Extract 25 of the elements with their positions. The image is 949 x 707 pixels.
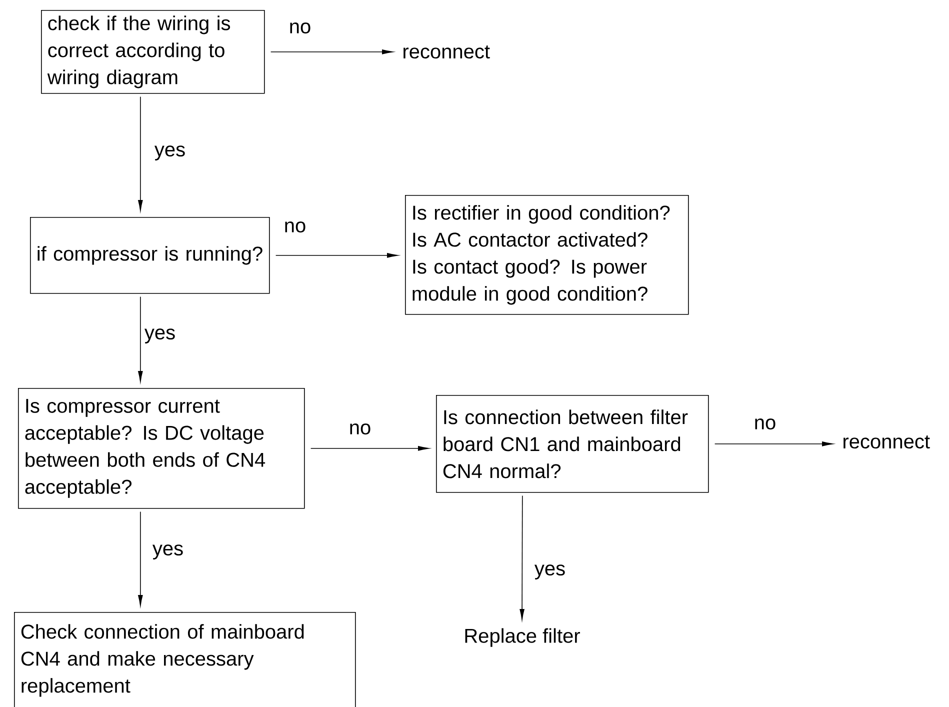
- result-text: reconnect: [404, 45, 490, 59]
- arrow: [270, 50, 394, 54]
- arrow: [138, 296, 143, 382]
- edge-label: yes: [533, 564, 567, 580]
- process-box: if compressor is running?: [30, 217, 270, 294]
- edge-label: yes: [151, 544, 185, 560]
- process-box: Is connection between filter board CN1 and mainboard CN4 normal?: [436, 395, 709, 493]
- edge-label: no: [282, 220, 308, 234]
- arrow: [310, 446, 430, 451]
- arrow: [714, 442, 834, 446]
- result-text: Replace filter: [465, 628, 580, 647]
- arrow: [520, 495, 524, 620]
- result-text: reconnect: [844, 435, 930, 449]
- arrow: [275, 253, 398, 258]
- process-box: Is compressor current acceptable? Is DC voltage between both ends of CN4 acceptable?: [18, 388, 305, 509]
- edge-label: yes: [153, 144, 187, 162]
- edge-label: no: [348, 422, 372, 436]
- process-box: Check connection of mainboard CN4 and make necessary replacement: [14, 612, 356, 707]
- arrow: [138, 511, 143, 606]
- edge-label: no: [752, 418, 778, 430]
- edge-label: yes: [143, 328, 177, 344]
- edge-label: no: [288, 22, 312, 34]
- process-box: Is rectifier in good condition? Is AC contactor activated? Is contact good? Is power module in good condition?: [405, 195, 689, 315]
- process-box: check if the wiring is correct according to wiring diagram: [41, 10, 265, 94]
- arrow: [138, 96, 143, 212]
